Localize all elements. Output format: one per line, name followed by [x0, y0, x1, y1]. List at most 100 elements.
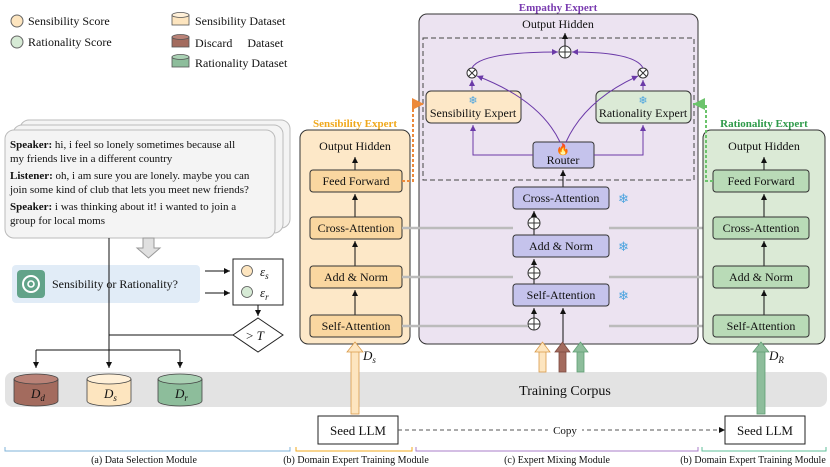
rat-input-arrow: [756, 349, 766, 415]
rationality-score-dot: [241, 286, 253, 298]
sens-feed-forward-label: Feed Forward: [323, 174, 390, 188]
emp-self-attention-block: [512, 283, 610, 307]
svg-text:Speaker: i was thinking about: Speaker: i was thinking about it! i want…: [10, 201, 236, 213]
sens-input-label: Ds: [362, 348, 376, 365]
rat-add-norm-label: Add & Norm: [729, 270, 794, 284]
empathy-output-hidden: Output Hidden: [522, 17, 594, 31]
svg-text:Listener: oh, i am sure you ar: Listener: oh, i am sure you are lonely. …: [10, 170, 250, 182]
dialogue-line-2a: oh, i am sure you are lonely. maybe you …: [53, 170, 250, 182]
eps-r-label: εr: [260, 285, 269, 302]
dialogue-card-stack: [4, 119, 291, 239]
sens-transfer-arrow: [402, 98, 424, 182]
emp-add-norm-label: Add & Norm: [529, 239, 594, 253]
seed-llm-left: [317, 415, 399, 445]
rat-output-hidden: Output Hidden: [728, 139, 800, 153]
rationality-dataset-cylinder: Dr: [157, 373, 203, 407]
residual-sum-3: [527, 317, 541, 331]
legend-rationality-dataset: Rationality Dataset: [195, 56, 288, 70]
speaker-label-2: Speaker:: [10, 201, 52, 213]
emp-input-arrow-discard: [558, 349, 567, 373]
dialogue-line-3a: i was thinking about it! i wanted to joi…: [52, 201, 236, 213]
seed-llm-left-label: Seed LLM: [330, 423, 386, 438]
residual-sum-2: [527, 266, 541, 280]
module-b2-label: (b) Domain Expert Training Module: [680, 455, 826, 466]
module-b1-bracket: [295, 447, 413, 452]
sensibility-score-dot: [241, 265, 253, 277]
sens-input-arrow: [350, 349, 360, 415]
snowflake-icon: ❄: [638, 95, 647, 107]
rat-add-norm-block: [712, 265, 810, 289]
emp-add-norm-block: [512, 234, 610, 258]
emp-cross-attention-label: Cross-Attention: [523, 191, 600, 205]
empathy-sensibility-expert-block: [425, 90, 522, 124]
discard-dataset-cylinder: Dd: [13, 373, 59, 407]
dialogue-text: Speaker: hi, i feel so lonely sometimes …: [9, 139, 250, 227]
svg-text:Ds: Ds: [103, 386, 117, 403]
discard-dataset-swatch: [171, 34, 190, 48]
sensibility-expert-title: Sensibility Expert: [313, 118, 397, 130]
rat-self-attention-block: [712, 314, 810, 338]
listener-label: Listener:: [10, 170, 53, 182]
chatgpt-icon: [17, 270, 45, 298]
seed-llm-right: [724, 415, 806, 445]
sens-add-norm-label: Add & Norm: [324, 270, 389, 284]
rat-cross-attention-label: Cross-Attention: [723, 221, 800, 235]
multiply-node-right: [637, 67, 649, 79]
fire-icon: 🔥: [556, 143, 570, 156]
module-a-bracket: [4, 447, 291, 452]
module-b2-bracket: [701, 447, 827, 452]
down-arrow-icon: [135, 237, 162, 259]
svg-text:Dd: Dd: [30, 386, 45, 403]
empathy-expert-title: Empathy Expert: [519, 2, 598, 14]
copy-label: Copy: [553, 425, 577, 437]
empathy-sensibility-expert-label: Sensibility Expert: [430, 106, 517, 120]
legend: Sensibility Score Rationality Score Sens…: [10, 12, 288, 70]
router-label: Router: [547, 153, 580, 167]
legend-rationality-score: Rationality Score: [28, 35, 112, 49]
rat-feed-forward-label: Feed Forward: [728, 174, 795, 188]
rat-cross-attention-block: [712, 216, 810, 240]
svg-text:Speaker: hi, i feel so lonely: Speaker: hi, i feel so lonely sometimes …: [10, 139, 235, 151]
question-text: Sensibility or Rationality?: [52, 277, 178, 291]
dialogue-line-2b: join some kind of club that lets you mee…: [9, 184, 249, 196]
eps-s-label: εs: [260, 264, 269, 281]
sensibility-score-swatch: [10, 14, 24, 28]
module-c-bracket: [415, 447, 699, 452]
rationality-expert-title: Rationality Expert: [720, 118, 808, 130]
dialogue-line-3b: group for local moms: [10, 215, 105, 227]
sens-output-hidden: Output Hidden: [319, 139, 391, 153]
threshold-diamond: [232, 317, 284, 353]
emp-input-arrow-sens: [538, 349, 547, 373]
dialogue-line-1a: hi, i feel so lonely sometimes because a…: [52, 139, 235, 151]
module-a-label: (a) Data Selection Module: [91, 455, 197, 466]
speaker-label: Speaker:: [10, 139, 52, 151]
svg-text:Dr: Dr: [174, 386, 188, 403]
legend-sensibility-dataset: Sensibility Dataset: [195, 14, 286, 28]
empathy-rationality-expert-block: [595, 90, 692, 124]
training-corpus-bar: [5, 372, 827, 407]
seed-llm-right-label: Seed LLM: [737, 423, 793, 438]
snowflake-icon: ❄: [618, 239, 629, 254]
snowflake-icon: ❄: [468, 95, 477, 107]
rat-transfer-arrow: [693, 98, 713, 182]
residual-sum-1: [527, 216, 541, 230]
snowflake-icon: ❄: [618, 288, 629, 303]
rat-input-label: DR: [768, 348, 784, 365]
sens-self-attention-label: Self-Attention: [322, 319, 391, 333]
sum-node-top: [558, 45, 572, 59]
threshold-label: > T: [246, 328, 265, 343]
rationality-dataset-swatch: [171, 54, 190, 68]
snowflake-icon: ❄: [618, 191, 629, 206]
rat-self-attention-label: Self-Attention: [727, 319, 796, 333]
rationality-score-swatch: [10, 35, 24, 49]
multiply-node-left: [466, 67, 478, 79]
question-box: [12, 265, 200, 303]
legend-discard-dataset: Discard Dataset: [195, 36, 284, 50]
emp-self-attention-label: Self-Attention: [527, 288, 596, 302]
training-corpus-label: Training Corpus: [519, 384, 611, 399]
sens-cross-attention-label: Cross-Attention: [318, 221, 395, 235]
emp-cross-attention-block: [512, 186, 610, 210]
legend-sensibility-score: Sensibility Score: [28, 14, 110, 28]
empathy-rationality-expert-label: Rationality Expert: [599, 106, 688, 120]
